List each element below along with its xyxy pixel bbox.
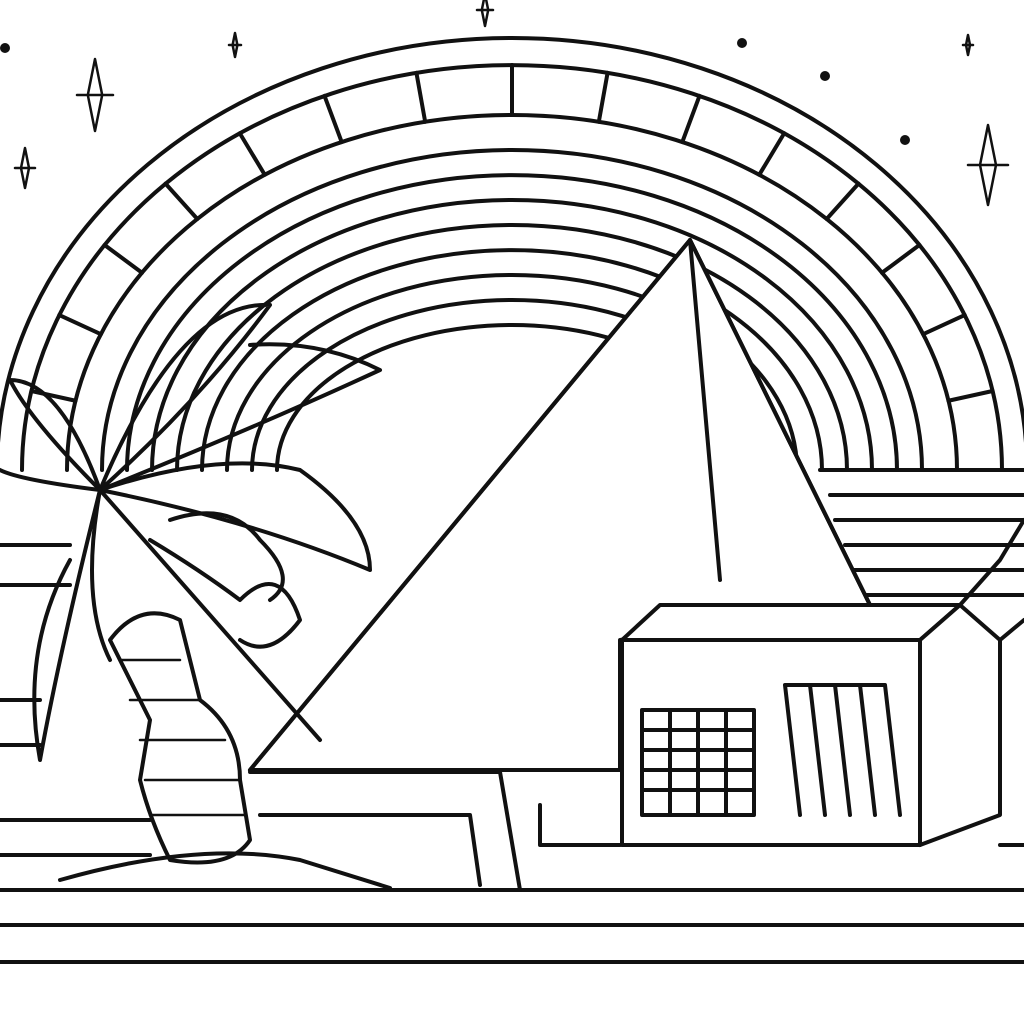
arch-brick-divider <box>596 70 610 124</box>
rainbow-stripe <box>125 173 899 472</box>
arch-brick-divider <box>322 93 344 145</box>
box-vent-lines <box>783 683 902 817</box>
star-icon <box>13 146 37 190</box>
star-dot-icon <box>0 43 10 53</box>
box-window-grid <box>640 708 756 817</box>
arch-brick-inner <box>65 113 959 472</box>
rainbow-stripe <box>100 148 924 472</box>
star-icon <box>961 33 975 57</box>
arch-brick-divider <box>946 388 995 403</box>
stars <box>0 0 1010 207</box>
arch-brick-divider <box>163 181 200 221</box>
arch-brick-divider <box>880 242 922 275</box>
rainbow-stripe <box>200 248 824 472</box>
rainbow-arch <box>0 36 1024 472</box>
arch-brick-outer <box>20 63 1004 472</box>
arch-brick-divider <box>921 313 967 337</box>
star-dot-icon <box>900 135 910 145</box>
arch-brick-divider <box>57 313 103 337</box>
arch-brick-divider <box>680 93 702 145</box>
star-icon <box>75 57 115 133</box>
arch-brick-divider <box>29 388 78 403</box>
arch-brick-divider <box>102 242 144 275</box>
star-icon <box>966 123 1010 207</box>
rainbow-stripe <box>150 198 874 472</box>
palm-leaves <box>0 302 382 762</box>
rainbow-stripe <box>225 273 799 472</box>
arch-outer-band <box>0 36 1024 445</box>
star-icon <box>475 0 495 28</box>
arch-brick-divider <box>824 181 861 221</box>
palm-tree <box>0 302 392 890</box>
star-dot-icon <box>820 71 830 81</box>
star-dot-icon <box>737 38 747 48</box>
arch-brick-divider <box>237 131 267 177</box>
box-building <box>620 518 1024 847</box>
rainbow-stripe <box>175 223 849 472</box>
arch-brick-divider <box>757 131 787 177</box>
star-icon <box>227 31 243 59</box>
arch-brick-divider <box>414 70 428 124</box>
pyramid <box>248 238 872 772</box>
